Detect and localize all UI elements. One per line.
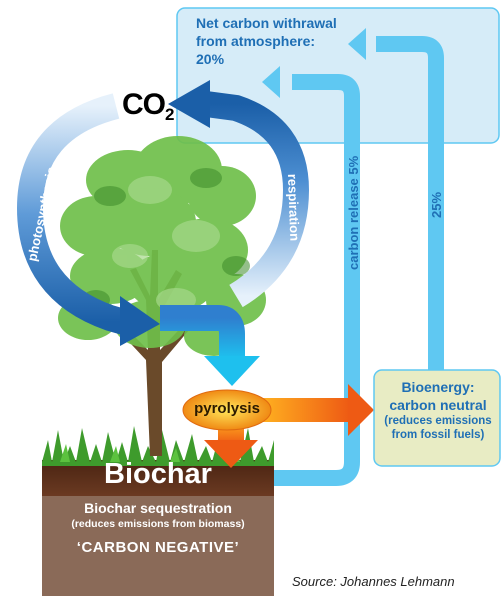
respiration-arrow [204,91,310,308]
tree-to-pyrolysis-arrow [160,305,245,358]
biochar-sequestration: Biochar sequestration [84,500,232,516]
bioenergy-line2: carbon neutral [389,397,487,413]
respiration-label: respiration [285,174,302,242]
source-credit: Source: Johannes Lehmann [292,574,455,589]
pyrolysis-burst [182,389,272,431]
net-withdrawal-line1: Net carbon withrawal [196,15,337,31]
bioenergy-return-arrowhead [348,28,366,60]
soil-lower [42,496,274,596]
co2-subscript: 2 [165,105,175,124]
biochar-title: Biochar [104,458,212,490]
pyrolysis-to-bioenergy-shaft [262,398,350,422]
carbon-release-label: carbon release 5% [346,155,361,270]
pyrolysis-to-bioenergy-arrowhead [348,384,374,436]
net-withdrawal-text: Net carbon withrawal from atmosphere: 20… [196,14,486,68]
bioenergy-line4: from fossil fuels) [391,429,485,441]
biochar-carbon-negative: ‘CARBON NEGATIVE’ [76,539,240,556]
pct-25-label: 25% [429,192,444,218]
tree-trunk [118,250,194,456]
grass [42,426,274,466]
bioenergy-box [373,369,501,467]
tree-to-pyrolysis-arrowhead [204,356,260,386]
net-withdrawal-line2: from atmosphere: [196,33,316,49]
pyrolysis-to-biochar-arrowhead [204,440,258,468]
biochar-reduces: (reduces emissions from biomass) [71,518,245,530]
bioenergy-return-arrow [376,36,444,372]
co2-label: CO2 [122,88,175,125]
respiration-arrowhead [168,80,210,128]
net-withdrawal-value: 20% [196,51,225,67]
photosynthesis-arrow [16,93,128,335]
bioenergy-text: Bioenergy: carbon neutral (reduces emiss… [380,378,496,442]
carbon-release-arrowhead [262,66,280,98]
bioenergy-line1: Bioenergy: [401,379,475,395]
photosynthesis-arrowhead [120,296,160,346]
co2-main: CO [122,88,166,121]
biochar-subtext: Biochar sequestration (reduces emissions… [42,500,274,559]
carbon-release-arrow [268,74,360,486]
bioenergy-line3: (reduces emissions [384,415,492,427]
pyrolysis-label: pyrolysis [194,400,260,417]
